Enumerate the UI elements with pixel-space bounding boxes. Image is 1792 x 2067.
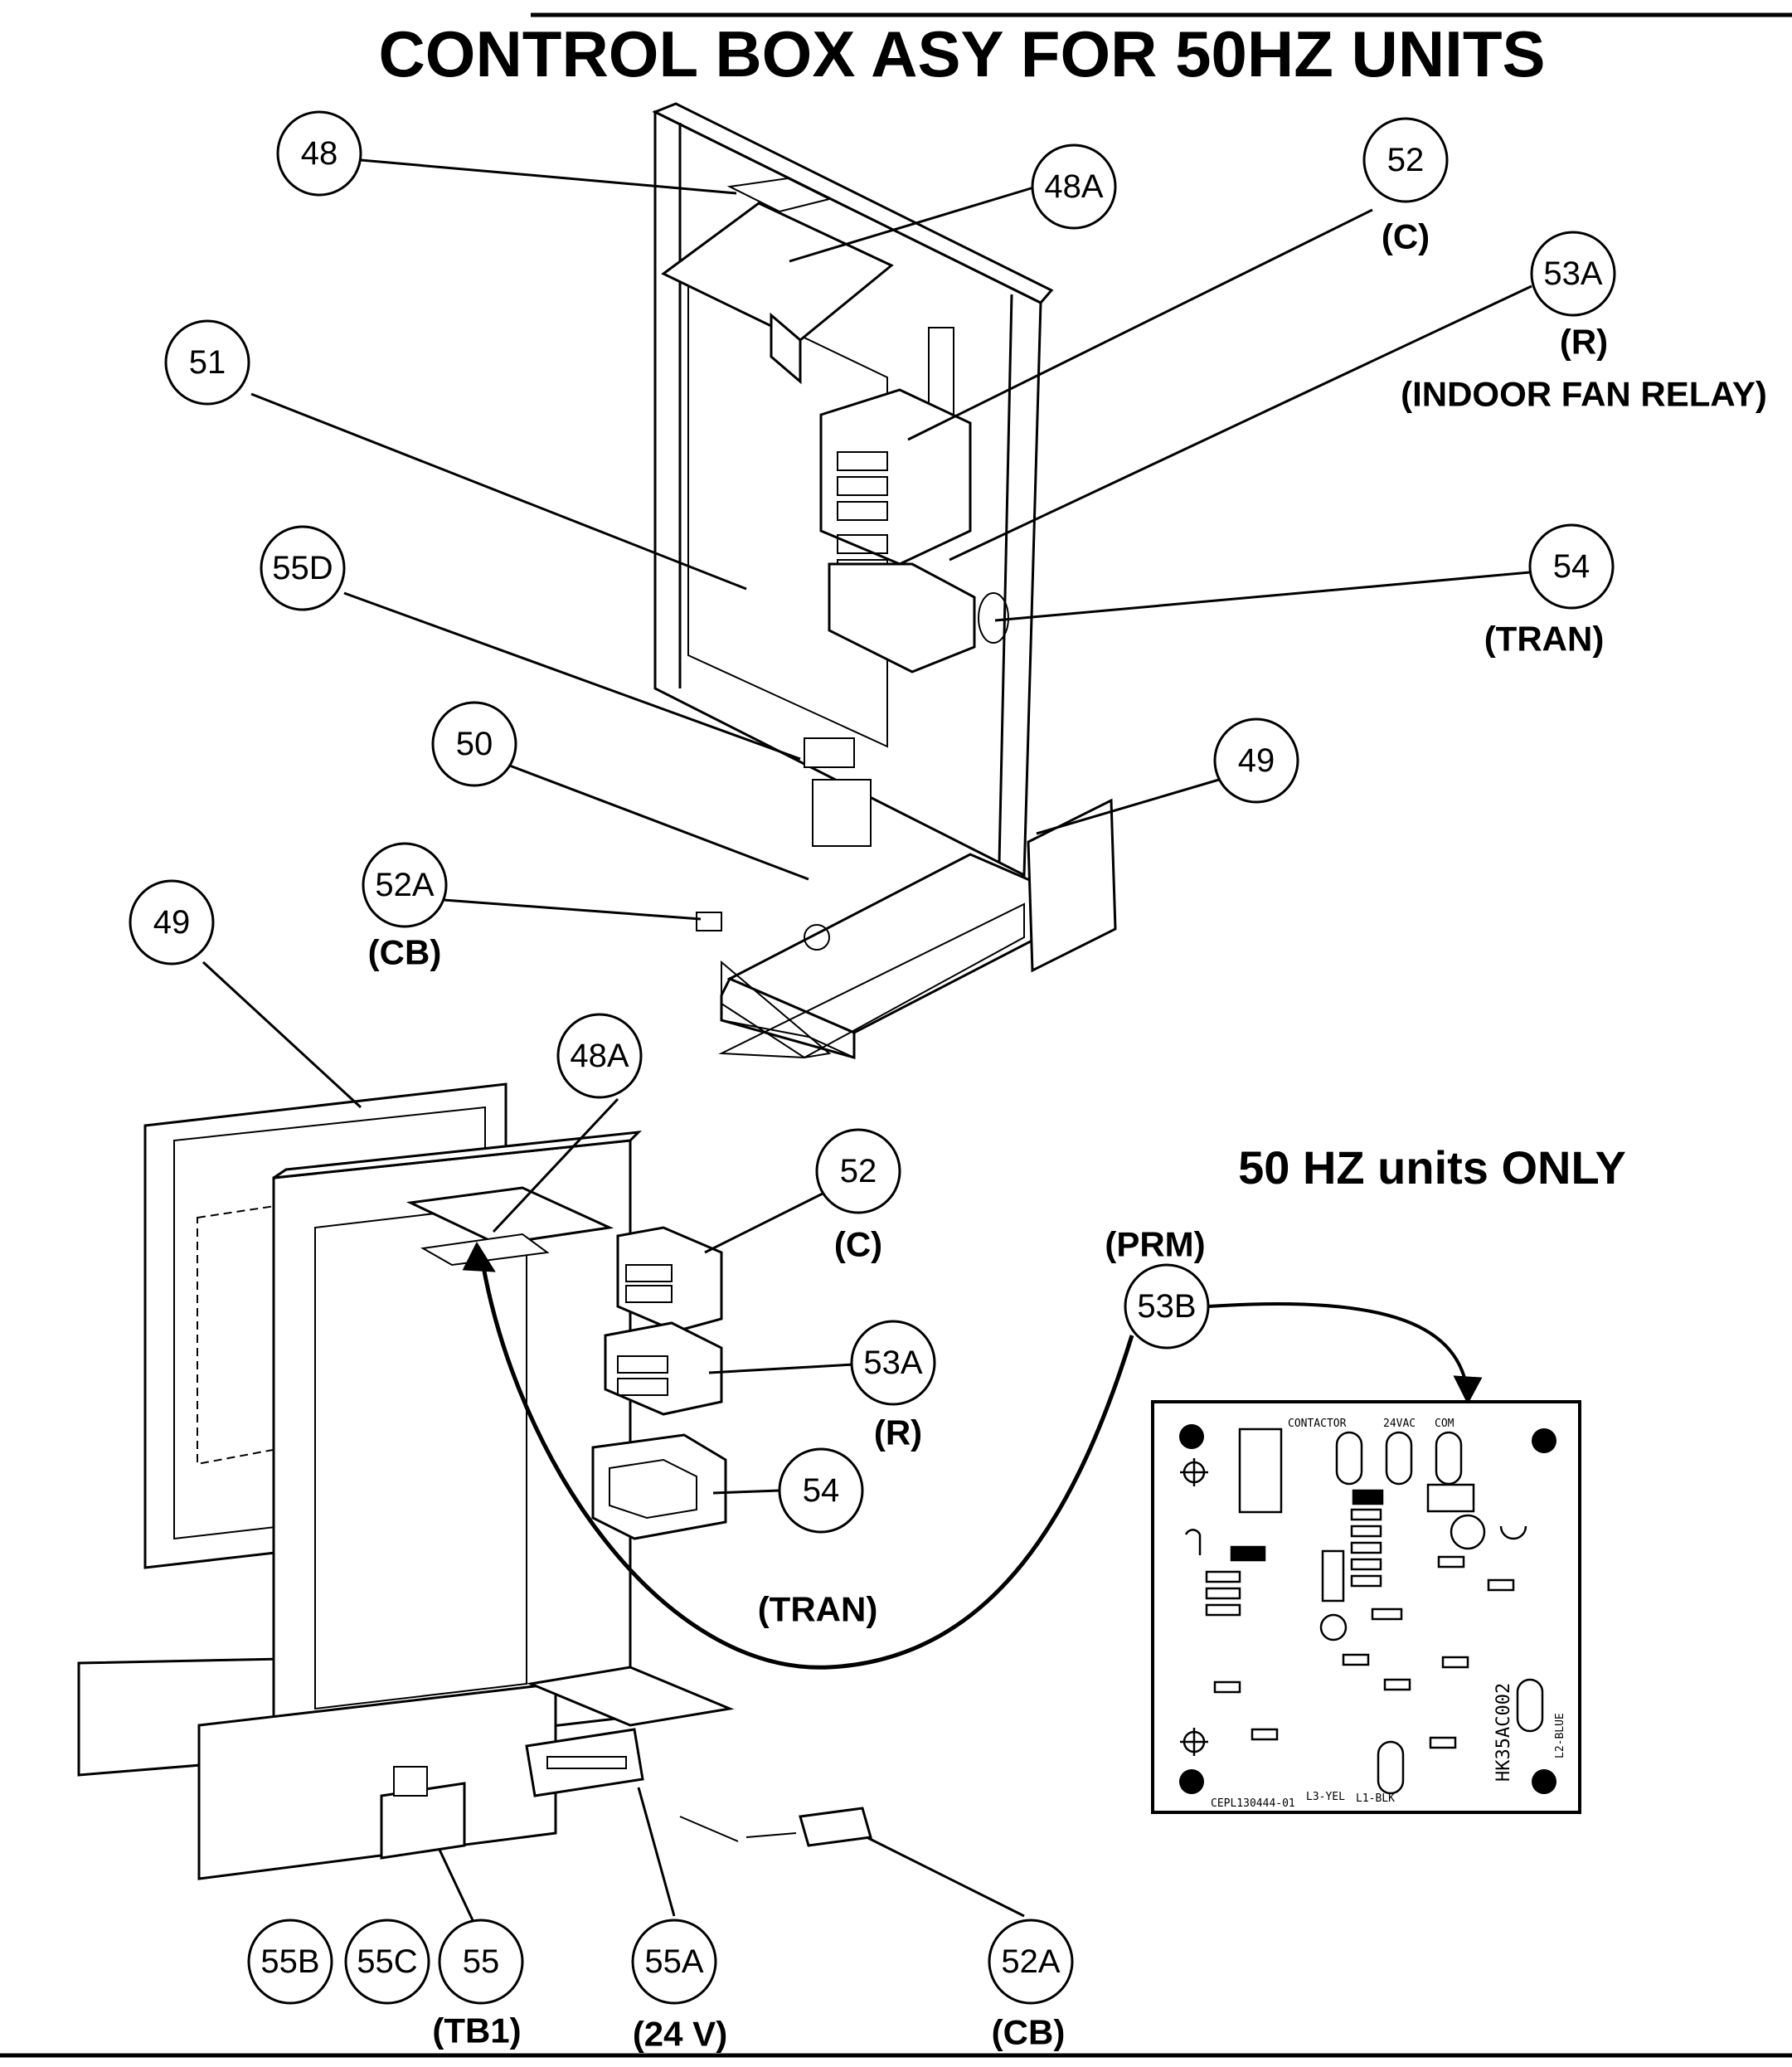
svg-text:51: 51 <box>189 344 226 381</box>
callout-55b: 55B <box>247 1919 333 2005</box>
board-label-l1-blk: L1-BLK <box>1356 1792 1395 1805</box>
svg-text:53B: 53B <box>1137 1288 1196 1325</box>
svg-text:(R): (R) <box>1560 323 1608 362</box>
callout-55a: 55A (24 V) <box>631 1919 727 2054</box>
callout-53a-lower: 53A (R) <box>850 1320 936 1452</box>
svg-text:(PRM): (PRM) <box>1105 1225 1205 1264</box>
callout-55d: 55D <box>260 525 346 611</box>
lower-contactor-52 <box>616 1226 723 1333</box>
svg-text:(C): (C) <box>834 1225 882 1264</box>
terminal-strip-55a <box>525 1728 644 1797</box>
callout-50: 50 <box>431 701 517 787</box>
callout-53b: 53B (PRM) <box>1105 1225 1210 1350</box>
svg-text:48: 48 <box>301 135 338 172</box>
svg-text:48A: 48A <box>1044 168 1103 205</box>
board-label-24vac: 24VAC <box>1383 1418 1416 1430</box>
callout-51: 51 <box>164 319 250 406</box>
svg-text:(TRAN): (TRAN) <box>1484 620 1605 659</box>
svg-text:49: 49 <box>153 904 191 941</box>
svg-text:55A: 55A <box>644 1943 703 1980</box>
svg-text:55C: 55C <box>357 1943 417 1980</box>
callout-52a-upper: 52A (CB) <box>362 842 448 972</box>
side-panel-49-upper <box>1027 798 1117 973</box>
svg-text:(TB1): (TB1) <box>432 2011 521 2050</box>
callout-49-upper: 49 <box>1213 717 1299 804</box>
transformer-54-upper <box>828 562 976 674</box>
svg-text:(CB): (CB) <box>992 2013 1066 2052</box>
upper-assembly <box>652 102 1117 1059</box>
subtitle-50hz-only: 50 HZ units ONLY <box>1238 1141 1626 1194</box>
svg-text:54: 54 <box>1553 548 1590 585</box>
callout-48a-lower: 48A <box>556 1013 643 1099</box>
svg-text:55B: 55B <box>260 1943 319 1980</box>
svg-text:52: 52 <box>840 1153 877 1189</box>
board-label-l3-yel: L3-YEL <box>1306 1791 1345 1803</box>
callout-49-lower: 49 <box>129 879 215 965</box>
svg-text:48A: 48A <box>570 1038 629 1074</box>
board-corner-hole <box>1179 1424 1204 1449</box>
board-part-number: HK35AC002 <box>1493 1683 1514 1782</box>
svg-text:55: 55 <box>463 1943 500 1980</box>
callout-54-upper: 54 (TRAN) <box>1484 523 1615 659</box>
svg-text:53A: 53A <box>1543 255 1602 292</box>
prm-leader-to-board <box>1207 1301 1469 1394</box>
lower-callouts <box>202 961 1483 1921</box>
prm-circuit-board: CONTACTOR 24VAC COM HK35AC002 L2-BLUE L3… <box>1151 1400 1581 1814</box>
callout-48: 48 <box>276 110 362 197</box>
board-corner-hole <box>1179 1769 1204 1794</box>
svg-text:(C): (C) <box>1382 217 1430 256</box>
svg-text:52A: 52A <box>1001 1943 1060 1980</box>
callout-53a-upper: 53A (R) (INDOOR FAN RELAY) <box>1401 231 1767 414</box>
board-corner-hole <box>1532 1769 1556 1794</box>
callout-52a-lower: 52A (CB) <box>988 1919 1074 2052</box>
upper-callouts <box>250 158 1532 921</box>
svg-text:(INDOOR FAN RELAY): (INDOOR FAN RELAY) <box>1401 375 1767 414</box>
terminal-block-55 <box>380 1782 466 1860</box>
svg-text:52A: 52A <box>375 867 434 903</box>
lower-relay-53a <box>604 1321 723 1416</box>
svg-text:53A: 53A <box>863 1345 922 1381</box>
lower-assembly <box>77 1082 872 1880</box>
board-label-com: COM <box>1435 1418 1454 1430</box>
callout-48a-upper: 48A <box>1031 143 1117 230</box>
page-title: CONTROL BOX ASY FOR 50HZ UNITS <box>378 17 1545 90</box>
svg-text:55D: 55D <box>272 550 333 586</box>
callout-54-lower: 54 (TRAN) <box>758 1447 878 1629</box>
svg-text:52: 52 <box>1387 142 1425 178</box>
board-label-cepl: CEPL130444-01 <box>1211 1797 1295 1810</box>
lower-transformer-54 <box>591 1433 727 1540</box>
svg-text:(24 V): (24 V) <box>633 2015 727 2054</box>
board-label-contactor: CONTACTOR <box>1288 1418 1347 1430</box>
svg-text:(TRAN): (TRAN) <box>758 1590 878 1629</box>
breaker-52a <box>799 1807 872 1847</box>
board-label-l2-blue: L2-BLUE <box>1554 1713 1566 1758</box>
svg-text:50: 50 <box>456 726 493 762</box>
shelf-48a <box>661 202 894 342</box>
svg-text:(CB): (CB) <box>368 933 442 972</box>
board-corner-hole <box>1532 1428 1556 1453</box>
svg-text:(R): (R) <box>874 1413 922 1452</box>
callout-55: 55 (TB1) <box>432 1919 524 2050</box>
svg-text:54: 54 <box>803 1472 840 1509</box>
lower-shelf-48a <box>406 1186 614 1246</box>
prm-leader-to-shelf <box>478 1252 1134 1670</box>
callout-52-lower: 52 (C) <box>815 1128 901 1264</box>
callout-52-upper: 52 (C) <box>1362 117 1449 256</box>
svg-text:49: 49 <box>1238 742 1275 779</box>
callout-55c: 55C <box>344 1919 430 2005</box>
